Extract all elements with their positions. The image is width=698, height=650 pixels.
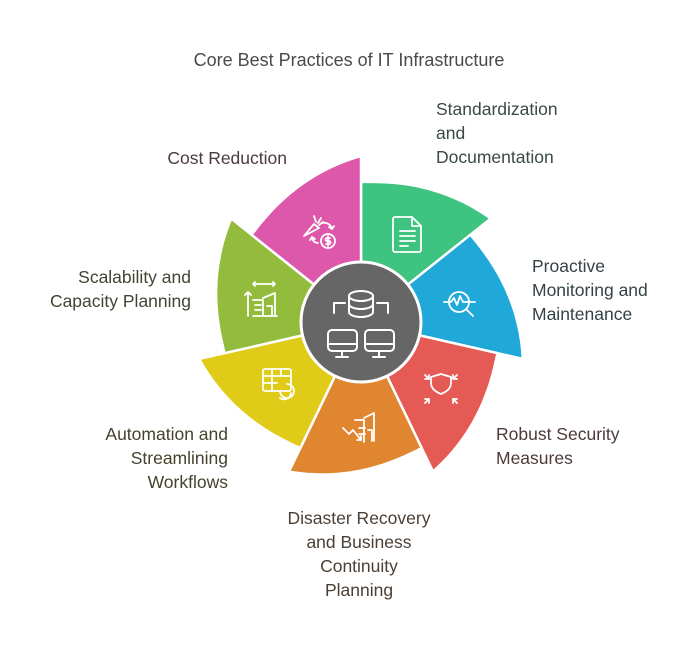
petal-disaster-recovery	[287, 320, 423, 476]
label-robust-security: Robust Security Measures	[496, 424, 620, 468]
carrot-dollar-icon	[303, 215, 336, 249]
database-network-icon	[327, 290, 395, 358]
monitoring-magnifier-icon	[443, 291, 476, 317]
center-hub	[299, 260, 423, 384]
label-automation-workflows: Automation and Streamlining Workflows	[105, 424, 228, 492]
label-scalability-capacity: Scalability and Capacity Planning	[49, 267, 191, 311]
label-standardization-documentation: Standardization and Documentation	[436, 99, 558, 167]
diagram-title: Core Best Practices of IT Infrastructure	[193, 50, 505, 70]
label-disaster-recovery: Disaster Recovery and Business Continuit…	[287, 508, 431, 600]
document-icon	[392, 216, 422, 253]
building-downtrend-icon	[342, 412, 375, 443]
label-cost-reduction: Cost Reduction	[167, 148, 287, 168]
shield-arrows-icon	[424, 373, 458, 404]
building-expand-icon	[244, 281, 278, 317]
table-refresh-icon	[262, 368, 295, 401]
label-proactive-monitoring: Proactive Monitoring and Maintenance	[532, 256, 648, 324]
